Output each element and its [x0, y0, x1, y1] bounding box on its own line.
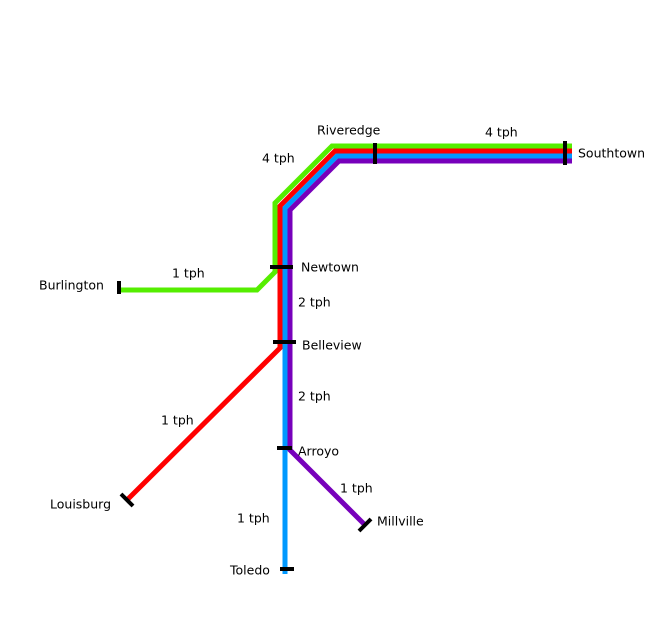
- frequency-label: 4 tph: [262, 151, 295, 166]
- blue-line: [282, 153, 572, 574]
- frequency-label: 2 tph: [298, 295, 331, 310]
- frequency-label: 1 tph: [237, 511, 270, 526]
- station-label-louisburg: Louisburg: [50, 497, 111, 512]
- green-line: [118, 143, 572, 293]
- frequency-label: 4 tph: [485, 125, 518, 140]
- station-marker-millville: [357, 517, 373, 533]
- station-marker-louisburg: [119, 492, 135, 508]
- station-label-newtown: Newtown: [301, 260, 359, 275]
- red-line: [125, 148, 572, 502]
- purple-line: [287, 158, 572, 527]
- station-label-burlington: Burlington: [39, 278, 104, 293]
- station-label-southtown: Southtown: [578, 146, 645, 161]
- station-label-toledo: Toledo: [229, 563, 270, 578]
- station-label-riveredge: Riveredge: [317, 123, 381, 138]
- station-label-millville: Millville: [377, 514, 424, 529]
- frequency-label: 1 tph: [172, 266, 205, 281]
- frequency-label: 1 tph: [161, 413, 194, 428]
- frequency-label: 1 tph: [340, 481, 373, 496]
- frequency-label: 2 tph: [298, 389, 331, 404]
- station-label-arroyo: Arroyo: [298, 444, 339, 459]
- station-label-belleview: Belleview: [302, 338, 362, 353]
